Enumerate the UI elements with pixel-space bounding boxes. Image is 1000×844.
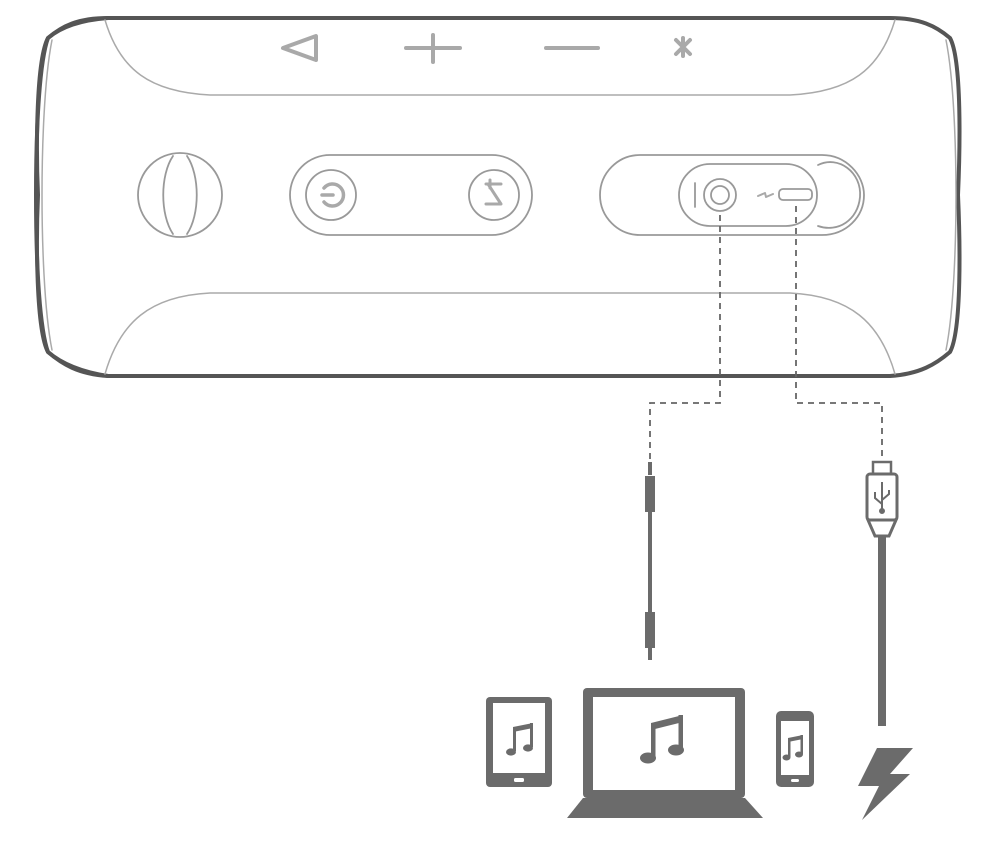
aux-dashed-line	[649, 215, 721, 460]
power-icon	[322, 182, 346, 208]
play-triangle-icon[interactable]	[281, 34, 318, 62]
usb-dashed-line	[795, 206, 883, 462]
power-source	[858, 748, 913, 820]
phone[interactable]	[776, 711, 814, 787]
music-note-icon	[640, 715, 684, 764]
laptop[interactable]	[567, 688, 763, 818]
bluetooth-icon[interactable]	[674, 36, 692, 58]
audio-jack-icon	[694, 178, 737, 212]
usb-cable[interactable]	[865, 460, 899, 726]
port-panel	[678, 163, 818, 227]
left-end-cap-inner	[41, 39, 53, 351]
bottom-panel-line	[104, 292, 896, 375]
usb-port-icon	[778, 188, 813, 201]
music-note-icon	[782, 735, 803, 761]
speaker	[34, 16, 962, 378]
connect-plus-icon	[484, 178, 503, 206]
top-panel-line	[104, 19, 896, 96]
side-grip	[137, 152, 223, 238]
connect-plus-button[interactable]	[468, 169, 520, 221]
power-button[interactable]	[305, 169, 357, 221]
aux-cable[interactable]	[645, 462, 655, 660]
port-cover-flap	[817, 161, 861, 229]
port-cover[interactable]	[599, 154, 865, 236]
lightning-bolt-icon	[858, 748, 913, 820]
usb-icon	[874, 482, 890, 514]
charge-icon	[757, 192, 774, 198]
music-note-icon	[506, 723, 533, 756]
tablet[interactable]	[486, 697, 552, 787]
control-panel	[289, 154, 533, 236]
speaker-body-outline	[35, 16, 962, 378]
plus-icon[interactable]	[404, 33, 462, 64]
left-end-cap	[34, 16, 110, 378]
right-end-cap-inner	[945, 39, 957, 351]
connection-lines	[649, 206, 883, 462]
